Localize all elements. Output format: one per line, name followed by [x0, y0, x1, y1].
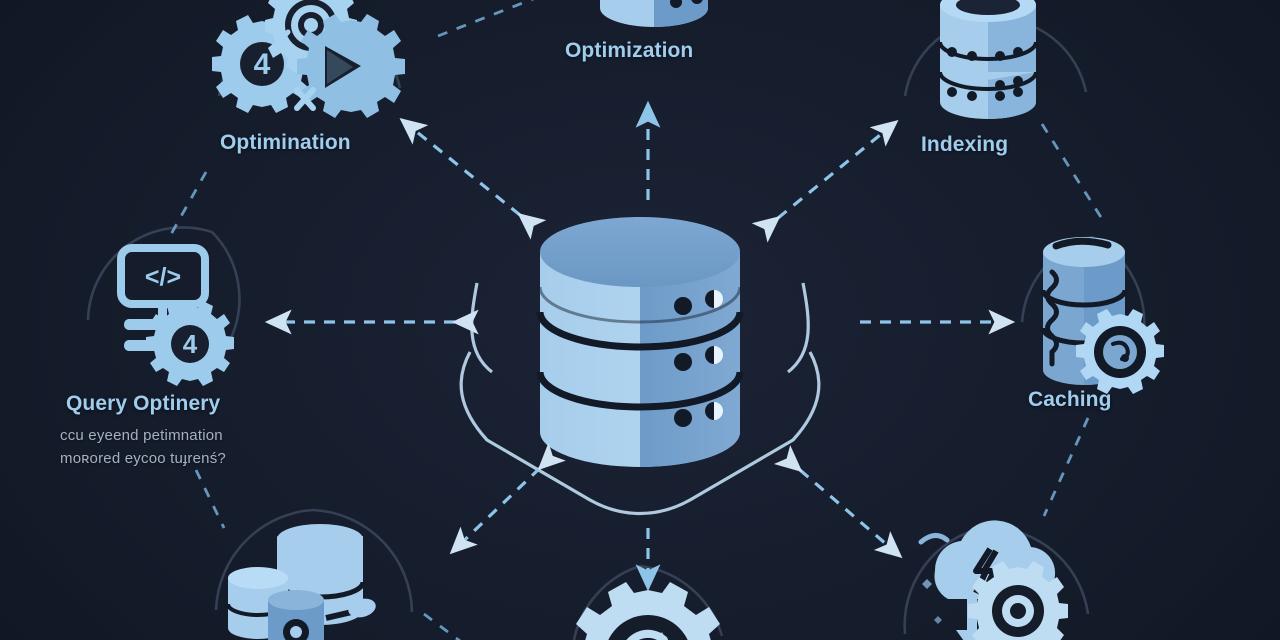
cached-database-gear-icon [1040, 237, 1164, 394]
connector-optimination-query [168, 171, 208, 237]
code-monitor-gear-icon: </> 4 [117, 244, 234, 386]
label-indexing[interactable]: Indexing [921, 133, 1009, 156]
ring-connector-group [168, 0, 1106, 640]
connector-center-partitioning [449, 442, 566, 555]
central-database-icon [536, 217, 744, 467]
svg-text:4: 4 [254, 48, 271, 81]
label-query-optinery[interactable]: Query Optinery [66, 392, 221, 415]
arc-cloud-left [903, 526, 983, 635]
arc-query-right [211, 231, 241, 341]
connector-center-indexing [751, 119, 899, 243]
connector-optimination-optimization [437, 0, 535, 38]
subline-query-2: moʀored eycoo tuɟrenś? [60, 450, 226, 467]
subline-query-1: ccu eyeend petimnation [60, 427, 223, 444]
connector-group [264, 100, 1016, 592]
connector-indexing-caching [1040, 123, 1106, 223]
connector-center-cloud [773, 445, 903, 559]
label-optimization[interactable]: Optimization [565, 39, 694, 62]
cloud-lightning-gear-icon [918, 520, 1068, 640]
arc-partition-left [214, 508, 314, 611]
connector-center-optimination [399, 117, 547, 240]
indexed-database-icon [938, 0, 1038, 119]
svg-text:4: 4 [183, 329, 198, 359]
top-database-icon [600, 0, 708, 27]
label-caching[interactable]: Caching [1028, 388, 1112, 411]
arc-partition-right [312, 508, 414, 613]
arc-config-left [572, 564, 641, 640]
svg-text:</>: </> [145, 263, 181, 291]
multi-database-cluster-icon [226, 524, 376, 640]
label-optimination[interactable]: Optimination [220, 131, 351, 154]
connector-partitioning-configuration [423, 612, 461, 640]
gears-cluster-icon: 4 [212, 0, 405, 118]
connector-query-partitioning [194, 469, 226, 529]
gear-refresh-icon [576, 582, 720, 640]
connector-caching-cloud [1042, 417, 1090, 517]
